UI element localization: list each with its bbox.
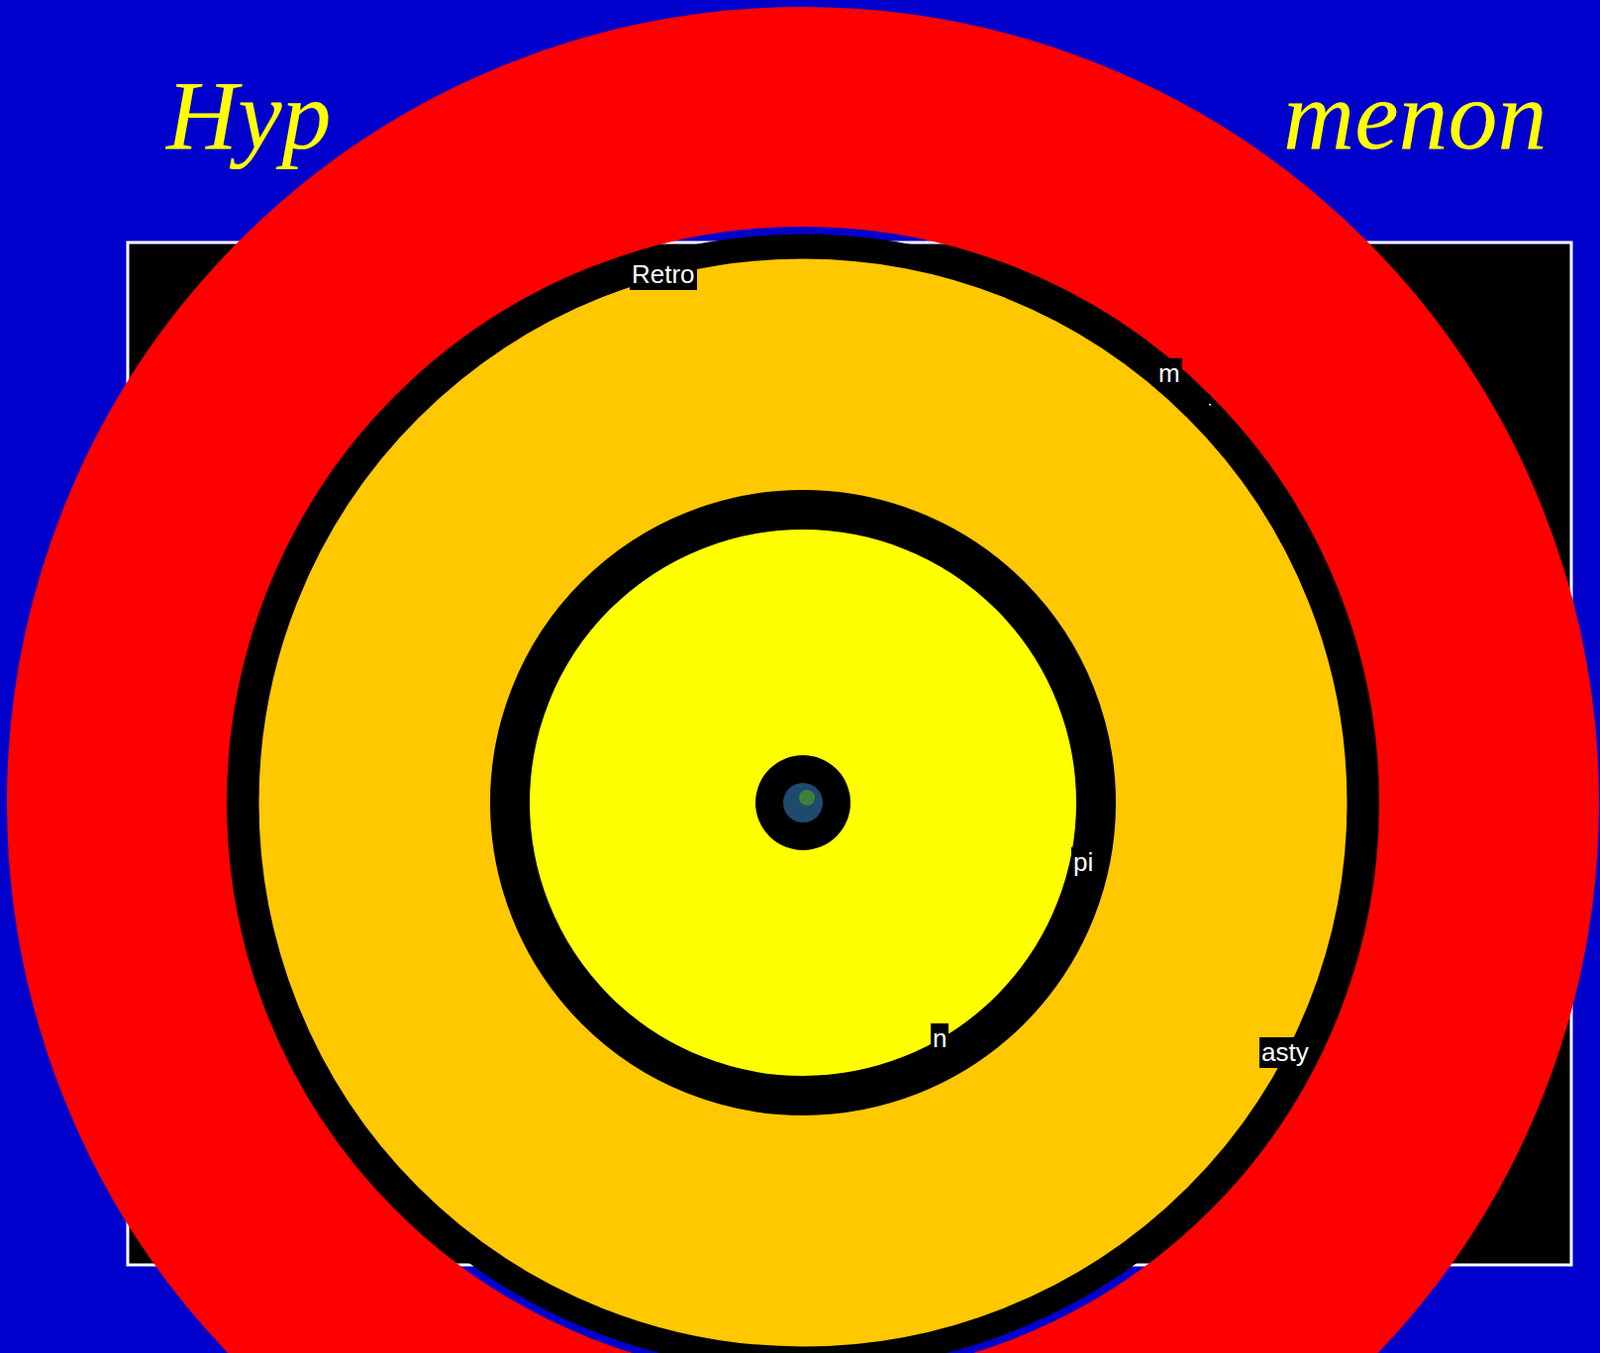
- center-dot: [755, 755, 851, 851]
- picture-label: n: [930, 1023, 949, 1055]
- title-fragment: menon: [1283, 61, 1548, 171]
- orange-disk: [246, 246, 1360, 1353]
- picture-label: m: [1156, 358, 1183, 390]
- title-fragment: Hyp: [166, 61, 332, 171]
- picture-label: pi: [1071, 847, 1096, 879]
- earth-icon: [783, 783, 823, 823]
- picture-label: Retro: [629, 259, 698, 291]
- earth-land: [799, 790, 815, 806]
- picture-label: asty: [1259, 1037, 1311, 1069]
- yellow-disk: [509, 509, 1097, 1097]
- red-ring: [116, 116, 1490, 1353]
